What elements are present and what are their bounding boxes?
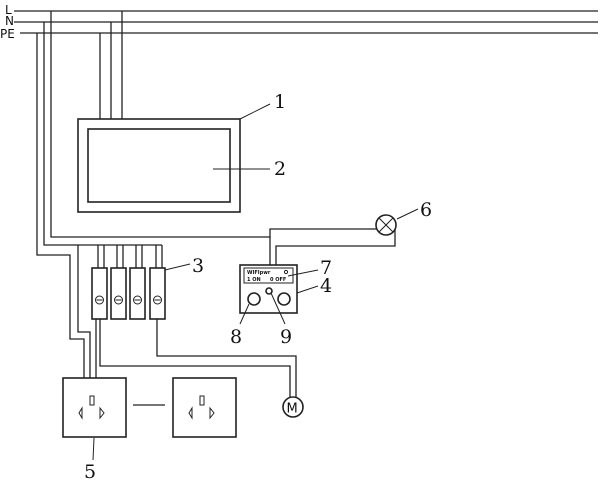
wifi-icon — [283, 269, 289, 275]
breaker-group — [91, 267, 166, 320]
controller-button-left[interactable] — [247, 292, 261, 306]
display-off: 0 OFF — [270, 277, 286, 283]
callout-6: 6 — [420, 199, 432, 221]
left-drop-wires — [36, 11, 271, 388]
breaker-rails — [78, 228, 396, 268]
distribution-panel — [77, 118, 241, 213]
callout-3: 3 — [192, 255, 204, 277]
motor: M — [282, 396, 304, 418]
callout-5: 5 — [84, 461, 96, 483]
callout-1: 1 — [274, 91, 286, 113]
callout-2: 2 — [274, 158, 286, 180]
breaker-3 — [129, 267, 146, 320]
breaker-4 — [149, 267, 166, 320]
display-line-1: WIFIpwr — [247, 270, 271, 276]
display-on: 1 ON — [247, 277, 261, 283]
bus-label-n: N — [5, 14, 14, 28]
panel-feed-wires — [99, 11, 123, 119]
callout-numbers: 1 2 3 4 5 6 7 8 9 — [84, 91, 432, 483]
callout-7: 7 — [320, 257, 332, 279]
callout-leaders — [92, 103, 419, 461]
controller-indicator — [265, 287, 273, 295]
controller-button-right[interactable] — [277, 292, 291, 306]
bus-bars: L N PE — [0, 3, 598, 41]
motor-label: M — [287, 402, 298, 417]
outlet-wiring — [95, 319, 297, 398]
bus-label-pe: PE — [0, 27, 15, 41]
socket-left — [62, 377, 127, 438]
breaker-2 — [110, 267, 127, 320]
callout-9: 9 — [280, 326, 292, 348]
callout-8: 8 — [230, 326, 242, 348]
breaker-1 — [91, 267, 108, 320]
socket-right — [172, 377, 237, 438]
motor-icon — [282, 396, 304, 418]
lamp — [375, 214, 397, 236]
panel-screen — [87, 128, 231, 203]
smart-controller: WIFIpwr 1 ON 0 OFF — [239, 264, 298, 314]
bus-label-l: L — [5, 3, 12, 17]
callout-4: 4 — [320, 275, 332, 297]
